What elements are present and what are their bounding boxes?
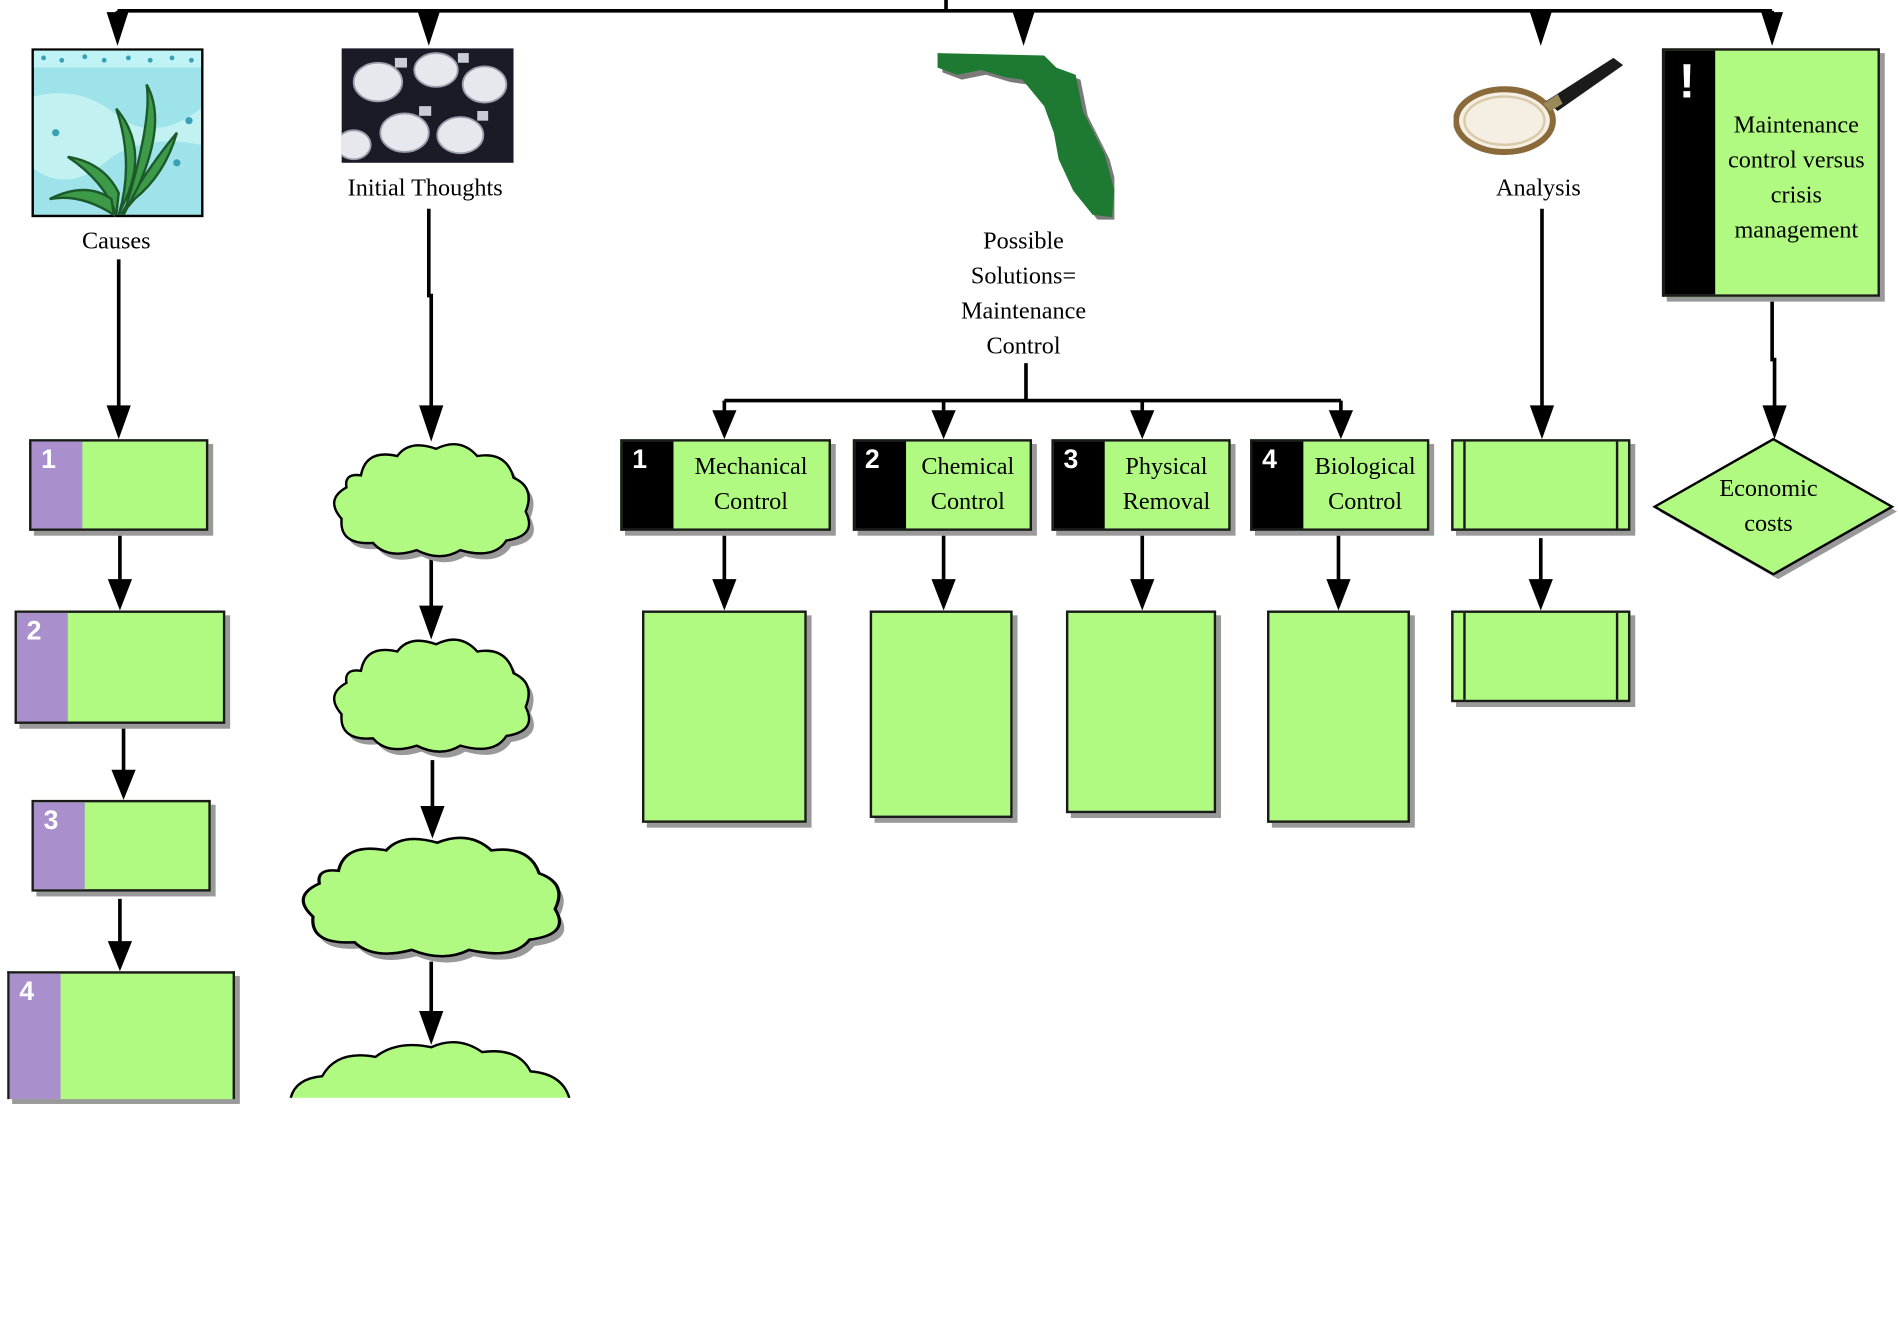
maintenance-line-2: control versus <box>1728 147 1865 174</box>
cause-box-4: 4 <box>7 971 235 1100</box>
control-label-2a: Chemical <box>921 453 1015 481</box>
control-label-1b: Control <box>713 488 789 516</box>
control-detail-box-2 <box>869 610 1013 819</box>
initial-thoughts-label: Initial Thoughts <box>347 174 503 202</box>
control-label-2b: Control <box>930 488 1005 516</box>
florida-map-icon <box>937 53 1115 220</box>
control-detail-box-1 <box>641 610 807 823</box>
thought-cloud-4 <box>289 1041 571 1098</box>
cause-number-4: 4 <box>9 973 61 1100</box>
cause-number-1: 1 <box>31 441 83 529</box>
maintenance-line-3: crisis <box>1770 182 1822 209</box>
thought-cloud-1 <box>333 442 534 563</box>
control-number-4: 4 <box>1252 441 1304 529</box>
control-number-2: 2 <box>855 441 907 529</box>
cause-box-1: 1 <box>29 439 209 531</box>
maintenance-line-1: Maintenance <box>1733 112 1859 139</box>
control-number-1: 1 <box>622 441 674 529</box>
cause-number-3: 3 <box>33 802 85 890</box>
seaweed-icon <box>31 48 204 218</box>
light-bulbs-icon <box>341 48 514 163</box>
control-label-3a: Physical <box>1125 453 1208 481</box>
maintenance-mark: ! <box>1664 50 1716 295</box>
cause-box-3: 3 <box>31 799 211 892</box>
analysis-label: Analysis <box>1495 174 1581 202</box>
analysis-process-box-2 <box>1451 610 1631 703</box>
control-label-3b: Removal <box>1122 488 1211 516</box>
cause-number-2: 2 <box>16 612 68 722</box>
economic-costs-diamond <box>1652 437 1897 580</box>
thought-cloud-3 <box>301 836 565 963</box>
analysis-process-box-1 <box>1451 439 1631 531</box>
possible-solutions-label: Possible Solutions= Maintenance Control <box>960 228 1087 360</box>
causes-label: Causes <box>81 228 151 255</box>
control-label-4a: Biological <box>1314 453 1416 481</box>
thought-cloud-2 <box>333 638 534 758</box>
cause-box-2: 2 <box>14 610 226 724</box>
connector-lines <box>106 0 1787 1045</box>
control-number-3: 3 <box>1053 441 1105 529</box>
control-label-1a: Mechanical <box>694 453 808 481</box>
maintenance-box: ! Maintenance control versus crisis mana… <box>1661 48 1880 297</box>
maintenance-line-4: management <box>1734 217 1859 244</box>
economic-costs-label: Economic costs <box>1719 475 1818 537</box>
control-label-4b: Control <box>1328 488 1403 516</box>
control-detail-box-4 <box>1267 610 1410 823</box>
magnifying-glass-icon <box>1453 57 1624 156</box>
control-detail-box-3 <box>1065 610 1217 814</box>
